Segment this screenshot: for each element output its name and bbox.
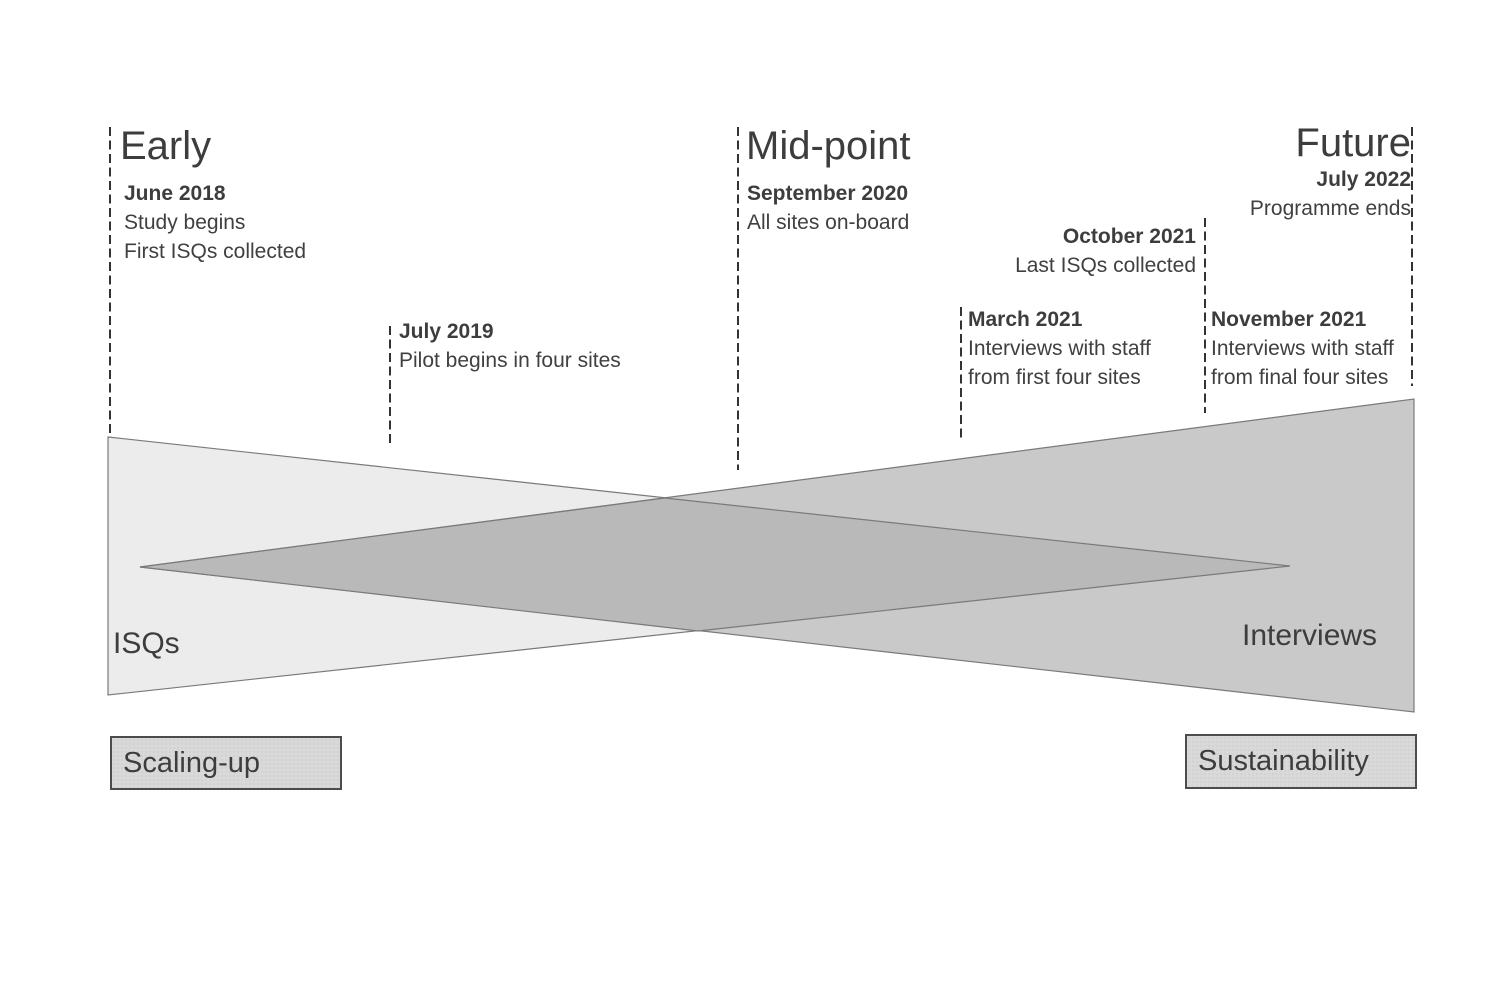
event-date: July 2022 [1316, 168, 1411, 191]
event-june-2018: June 2018 Study begins First ISQs collec… [124, 179, 306, 266]
scaling-up-label: Scaling-up [123, 746, 261, 779]
event-july-2019: July 2019 Pilot begins in four sites [399, 317, 621, 375]
event-date: September 2020 [747, 182, 909, 205]
event-detail: from final four sites [1211, 366, 1389, 389]
event-detail: Interviews with staff [1211, 337, 1394, 360]
event-detail: from first four sites [968, 366, 1141, 389]
event-detail: Interviews with staff [968, 337, 1151, 360]
event-detail: Pilot begins in four sites [399, 349, 621, 372]
event-detail: Last ISQs collected [1015, 254, 1196, 277]
isqs-wedge-label: ISQs [113, 627, 180, 660]
event-november-2021: November 2021 Interviews with staff from… [1211, 305, 1394, 392]
phase-title-early: Early [120, 124, 212, 168]
scaling-up-box: Scaling-up [110, 736, 342, 790]
phase-title-midpoint: Mid-point [746, 124, 911, 168]
event-date: November 2021 [1211, 308, 1367, 331]
event-march-2021: March 2021 Interviews with staff from fi… [968, 305, 1151, 392]
event-detail: Programme ends [1249, 197, 1411, 220]
sustainability-box: Sustainability [1185, 734, 1417, 789]
phase-title-future: Future [1295, 121, 1411, 165]
sustainability-label: Sustainability [1198, 745, 1369, 777]
event-date: October 2021 [1062, 225, 1196, 248]
event-september-2020: September 2020 All sites on-board [747, 179, 909, 237]
event-date: July 2019 [399, 320, 494, 343]
event-detail: Study begins [124, 211, 246, 234]
event-date: March 2021 [968, 308, 1083, 331]
interviews-wedge-label: Interviews [1242, 619, 1378, 652]
event-october-2021: October 2021 Last ISQs collected [1015, 222, 1196, 280]
event-detail: First ISQs collected [124, 240, 307, 263]
event-july-2022: July 2022 Programme ends [1250, 165, 1411, 223]
event-date: June 2018 [124, 182, 226, 205]
event-detail: All sites on-board [747, 211, 910, 234]
wedge-overlap-region [139, 497, 1291, 632]
